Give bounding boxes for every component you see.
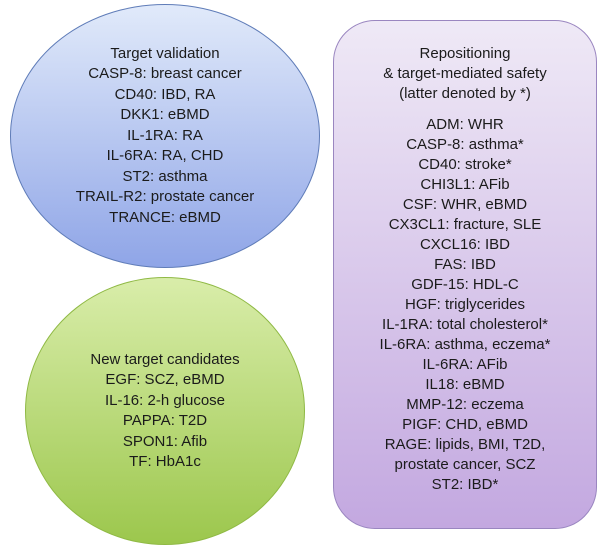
text-line: IL-6RA: asthma, eczema* — [379, 336, 551, 353]
text-line: CHI3L1: AFib — [420, 176, 510, 193]
text-line: CASP-8: asthma* — [406, 136, 524, 153]
text-line: TRAIL-R2: prostate cancer — [75, 188, 255, 206]
text-line: CXCL16: IBD — [419, 236, 511, 253]
repositioning-title: Repositioning & target-mediated safety (la… — [383, 44, 546, 104]
text-line: IL-1RA: RA — [127, 126, 203, 144]
text-line: RAGE: lipids, BMI, T2D, — [384, 436, 546, 453]
target-validation-title: Target validation — [110, 44, 220, 62]
new-target-candidates-shape: New target candidates EGF: SCZ, eBMD IL-1… — [25, 277, 305, 545]
text-line: EGF: SCZ, eBMD — [105, 371, 225, 388]
text-line: ST2: IBD* — [431, 476, 499, 493]
text-line: IL-16: 2-h glucose — [104, 391, 226, 409]
text-line: MMP-12: eczema — [406, 396, 524, 413]
text-line: PIGF: CHD, eBMD — [402, 416, 528, 433]
text-line: IL-1RA: total cholesterol* — [382, 316, 548, 333]
text-line: prostate cancer, SCZ — [394, 456, 536, 473]
text-line: (latter denoted by *) — [399, 85, 531, 102]
text-line: IL-6RA: AFib — [422, 356, 508, 373]
text-line: IL18: eBMD — [425, 376, 505, 393]
text-line: ST2: asthma — [122, 167, 208, 185]
text-line: TF: HbA1c — [129, 453, 201, 470]
text-line: CD40: IBD, RA — [114, 85, 216, 103]
text-line: CSF: WHR, eBMD — [402, 196, 528, 213]
text-line: TRANCE: eBMD — [109, 208, 221, 226]
text-line: SPON1: Afib — [122, 432, 208, 450]
new-target-candidates-textblock: New target candidates EGF: SCZ, eBMD IL-1… — [90, 350, 239, 473]
repositioning-entries: ADM: WHR CASP-8: asthma* CD40: stroke* CHI3… — [380, 115, 551, 495]
text-line: Repositioning — [419, 45, 511, 62]
text-line: CX3CL1: fracture, SLE — [388, 216, 542, 233]
text-line: IL-6RA: RA, CHD — [106, 147, 224, 165]
text-line: & target-mediated safety — [383, 65, 547, 82]
repositioning-safety-shape: Repositioning & target-mediated safety (la… — [333, 20, 597, 529]
text-line: CASP-8: breast cancer — [88, 65, 242, 83]
text-line: GDF-15: HDL-C — [411, 276, 519, 293]
new-target-candidates-title: New target candidates — [90, 350, 240, 368]
text-line: PAPPA: T2D — [122, 412, 208, 429]
text-line: FAS: IBD — [434, 256, 496, 273]
text-line: HGF: triglycerides — [404, 296, 526, 313]
text-line: DKK1: eBMD — [120, 106, 210, 124]
text-line: CD40: stroke* — [418, 156, 512, 173]
text-line: ADM: WHR — [426, 116, 504, 133]
repositioning-textblock: Repositioning & target-mediated safety (la… — [334, 21, 596, 495]
